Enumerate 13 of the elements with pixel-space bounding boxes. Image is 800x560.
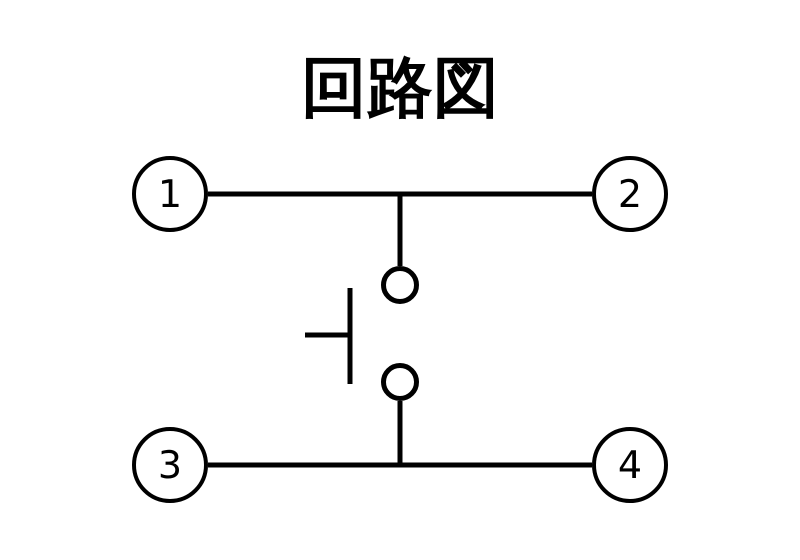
wire — [208, 192, 400, 196]
terminal-number: 1 — [158, 175, 182, 213]
wire — [398, 194, 402, 266]
title: 回路図 — [301, 52, 499, 125]
terminal-number: 2 — [618, 175, 642, 213]
terminal-number: 3 — [158, 446, 182, 484]
switch-contact-circle — [381, 266, 419, 304]
wire — [398, 401, 402, 465]
terminal-number: 4 — [618, 446, 642, 484]
wire — [400, 192, 592, 196]
switch-contact-circle — [381, 363, 419, 401]
wire — [208, 462, 400, 468]
wire — [400, 462, 592, 468]
